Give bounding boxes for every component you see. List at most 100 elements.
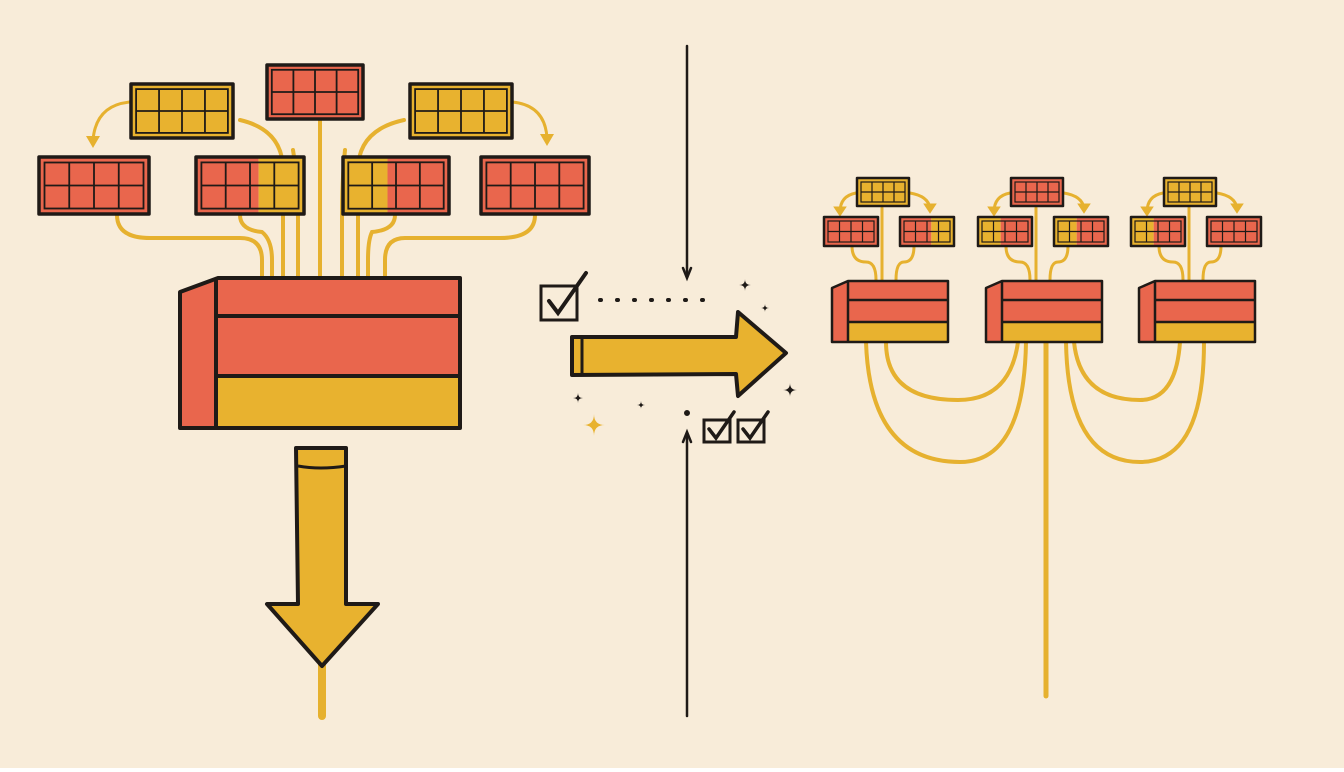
shard-table	[976, 215, 1034, 248]
shard-border	[408, 82, 514, 140]
checkbox-icon	[736, 410, 770, 444]
arrowhead	[1077, 203, 1091, 214]
shard-table	[1129, 215, 1187, 248]
db-layer-1	[1155, 282, 1255, 300]
shard-table	[1052, 215, 1110, 248]
shard-table	[1162, 176, 1218, 208]
curved-arrow	[510, 100, 549, 140]
guide-dot	[684, 410, 690, 416]
shard-border	[822, 215, 880, 248]
connector-line	[383, 213, 537, 282]
shard-table	[1009, 176, 1065, 208]
cluster	[1129, 176, 1263, 344]
cluster	[822, 176, 956, 344]
connector-line	[1004, 244, 1032, 282]
arrowhead	[540, 134, 554, 146]
shard-border	[265, 63, 365, 121]
shard-table	[898, 215, 956, 248]
sparkle-icon	[739, 279, 751, 291]
checkbox-icon	[539, 271, 588, 322]
right-connector-lines	[864, 339, 1206, 699]
arrowhead	[923, 203, 937, 214]
down-arrow-body	[265, 446, 380, 668]
shard-border	[1129, 215, 1187, 248]
db-side-face	[180, 280, 216, 428]
shard-table	[855, 176, 911, 208]
connector-line	[1201, 244, 1223, 282]
db-outline	[984, 279, 1104, 344]
connector-line	[1048, 244, 1070, 282]
db-layer-3	[216, 376, 460, 428]
shard-table	[479, 155, 591, 216]
shard-table	[194, 155, 306, 216]
connector-loop	[1064, 340, 1206, 465]
connector-loop	[1072, 340, 1182, 403]
checkbox-icon	[702, 410, 736, 444]
sparkles	[573, 279, 797, 436]
cluster-connectors	[833, 191, 937, 282]
sharded-clusters	[822, 176, 1263, 344]
db-layer-2	[1002, 300, 1102, 322]
sparkle-icon	[783, 383, 797, 397]
right-arrow	[570, 310, 788, 398]
db-outline	[830, 279, 950, 344]
connector-loop	[884, 340, 1020, 403]
arrowhead	[833, 206, 847, 217]
shard-table	[408, 82, 514, 140]
shard-border	[1052, 215, 1110, 248]
connector-line	[850, 244, 878, 282]
db-side-face	[986, 282, 1002, 342]
monolithic-database	[178, 276, 462, 430]
db-outline	[178, 276, 462, 430]
shard-border	[479, 155, 591, 216]
connector-line	[366, 213, 397, 282]
connector-line	[238, 213, 274, 282]
db-layer-1	[1002, 282, 1102, 300]
arrowhead	[1140, 206, 1154, 217]
sparkle-icon	[637, 401, 645, 409]
shard-border	[1009, 176, 1065, 208]
db-layer-3	[848, 322, 948, 342]
guide-arrowhead	[681, 428, 693, 444]
left-shards	[37, 63, 591, 216]
curved-arrow	[91, 100, 132, 142]
db-layer-1	[216, 280, 460, 316]
shard-table	[265, 63, 365, 121]
transition-area	[539, 44, 788, 718]
shard-border	[1162, 176, 1218, 208]
shard-database	[984, 279, 1104, 344]
shard-border	[129, 82, 235, 140]
shard-database	[830, 279, 950, 344]
shard-border	[976, 215, 1034, 248]
shard-database	[1137, 279, 1257, 344]
cluster-connectors	[1140, 191, 1244, 282]
db-layer-1	[848, 282, 948, 300]
db-layer-3	[1002, 322, 1102, 342]
db-side-face	[832, 282, 848, 342]
db-side-face	[1139, 282, 1155, 342]
left-redistribution-arrows	[86, 100, 554, 148]
arrowhead	[86, 136, 100, 148]
shard-table	[1205, 215, 1263, 248]
shard-border	[898, 215, 956, 248]
shard-table	[822, 215, 880, 248]
shard-border	[1205, 215, 1263, 248]
sparkle-icon	[573, 393, 583, 403]
down-arrow-band	[297, 464, 347, 470]
db-layer-2	[216, 316, 460, 376]
cluster	[976, 176, 1110, 344]
shard-table	[341, 155, 451, 216]
guide-arrowhead	[681, 266, 693, 282]
sparkle-icon	[583, 414, 605, 436]
shard-table	[37, 155, 151, 216]
db-layer-3	[1155, 322, 1255, 342]
sparkle-icon	[761, 304, 769, 312]
cluster-connectors	[987, 191, 1091, 282]
shard-border	[341, 155, 451, 216]
shard-table	[129, 82, 235, 140]
connector-loop	[864, 340, 1028, 465]
db-layer-2	[1155, 300, 1255, 322]
arrowhead	[1230, 203, 1244, 214]
